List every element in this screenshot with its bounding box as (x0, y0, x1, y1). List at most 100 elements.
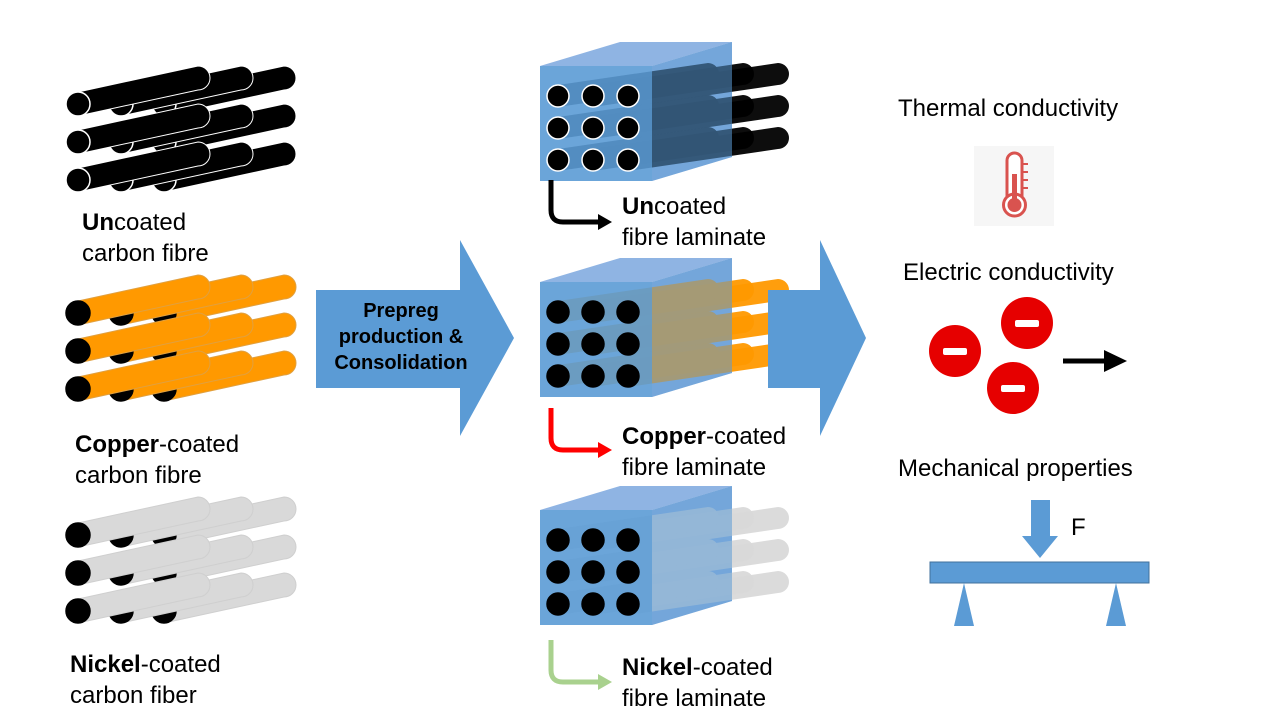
laminate-fibre-end (581, 364, 605, 388)
thermometer-icon (974, 146, 1054, 226)
laminate-fibre-end (616, 332, 640, 356)
fibre-cross-section (65, 560, 91, 586)
fibre-cross-section (65, 338, 91, 364)
nickel-laminate-arrowhead (598, 674, 612, 690)
fibre-body (77, 534, 211, 586)
laminate-fibre-end (616, 148, 640, 172)
process-line2: production & (338, 326, 464, 348)
result-arrow (768, 240, 866, 436)
laminate-fibre-end (546, 148, 570, 172)
process-line3: Consolidation (334, 352, 468, 374)
laminate-fibre-end (581, 528, 605, 552)
laminate-label-bold: Nickel (622, 654, 693, 681)
fibre-cross-section (65, 167, 91, 193)
laminate-top-face (540, 42, 732, 66)
fibre-body (77, 141, 211, 193)
laminate-fibre-end (616, 560, 640, 584)
laminate-label-uncoated: Uncoated fibre laminate (622, 191, 766, 253)
laminate-fibre-end (546, 592, 570, 616)
fibre-body (77, 274, 211, 326)
copper-laminate-arrow (548, 408, 600, 453)
laminate-label-rest: coated (654, 193, 727, 220)
laminate-top-face (540, 486, 732, 510)
laminate-label-bold: Copper (622, 423, 706, 450)
laminate-fibre-end (616, 364, 640, 388)
laminate-fibre-end (581, 300, 605, 324)
fibre-label-bold: Copper (75, 431, 159, 458)
fibre-cross-section (65, 522, 91, 548)
laminate-top-face (540, 258, 732, 282)
fibre-label-rest: coated (114, 209, 187, 236)
laminate-fibre-end (616, 300, 640, 324)
fibre-label-uncoated: Uncoated carbon fibre (82, 207, 209, 269)
beam-support-left (954, 583, 974, 626)
copper-fibre-bundle (65, 274, 297, 402)
fibre-cross-section (65, 129, 91, 155)
fibre-cross-section (65, 598, 91, 624)
laminate-fibre-end (546, 84, 570, 108)
laminate-fibre-end (546, 560, 570, 584)
uncoated-laminate-arrowhead (598, 214, 612, 230)
beam-support-right (1106, 583, 1126, 626)
nickel-laminate-block (540, 486, 789, 625)
process-line1: Prepreg (363, 300, 439, 322)
laminate-label-line2: fibre laminate (622, 454, 767, 481)
fibre-cross-section (65, 376, 91, 402)
laminate-label-line2: fibre laminate (622, 685, 767, 712)
uncoated-fibre-bundle (65, 65, 297, 193)
laminate-fibre-end (581, 84, 605, 108)
mechanical-title: Mechanical properties (898, 455, 1133, 482)
laminate-fibre-end (581, 592, 605, 616)
laminate-fibre-end (616, 528, 640, 552)
fibre-label-line2: carbon fibre (82, 240, 209, 267)
laminate-side-overlay (652, 486, 732, 625)
fibre-cross-section (65, 91, 91, 117)
electron-icon (1001, 297, 1053, 349)
fibre-body (77, 496, 211, 548)
laminate-label-rest: -coated (706, 423, 787, 450)
laminate-fibre-end (581, 116, 605, 140)
force-arrow-icon (1022, 500, 1058, 558)
nickel-fibre-bundle (65, 496, 297, 624)
process-arrow-label: Prepreg production & Consolidation (318, 298, 484, 376)
fibre-label-line2: carbon fibre (75, 462, 202, 489)
laminate-label-nickel: Nickel-coated fibre laminate (622, 652, 773, 714)
copper-laminate-arrowhead (598, 442, 612, 458)
fibre-body (77, 572, 211, 624)
fibre-label-rest: -coated (159, 431, 240, 458)
fibre-body (77, 103, 211, 155)
beam (929, 561, 1150, 584)
laminate-fibre-end (546, 116, 570, 140)
fibre-body (77, 312, 211, 364)
laminate-fibre-end (616, 84, 640, 108)
thermal-title: Thermal conductivity (898, 95, 1119, 122)
laminate-side-overlay (652, 42, 732, 181)
current-arrow (1063, 350, 1127, 372)
laminate-fibre-end (546, 300, 570, 324)
laminate-label-rest: -coated (692, 654, 773, 681)
fibre-body (77, 350, 211, 402)
force-label: F (1071, 514, 1086, 541)
copper-laminate-block (540, 258, 789, 397)
electric-title: Electric conductivity (903, 259, 1114, 286)
uncoated-laminate-block (540, 42, 789, 181)
fibre-label-line2: carbon fiber (70, 682, 197, 709)
laminate-label-copper: Copper-coated fibre laminate (622, 421, 786, 483)
laminate-fibre-end (581, 560, 605, 584)
fibre-label-rest: -coated (140, 651, 221, 678)
electron-icon (929, 325, 981, 377)
laminate-fibre-end (581, 148, 605, 172)
uncoated-laminate-arrow (548, 180, 600, 225)
laminate-fibre-end (581, 332, 605, 356)
laminate-fibre-end (616, 116, 640, 140)
fibre-cross-section (65, 300, 91, 326)
laminate-label-line2: fibre laminate (622, 224, 767, 251)
laminate-fibre-end (546, 364, 570, 388)
laminate-label-bold: Un (622, 193, 654, 220)
fibre-label-nickel: Nickel-coated carbon fiber (70, 649, 221, 711)
laminate-side-overlay (652, 258, 732, 397)
fibre-label-bold: Nickel (70, 651, 141, 678)
fibre-label-copper: Copper-coated carbon fibre (75, 429, 239, 491)
laminate-fibre-end (546, 332, 570, 356)
